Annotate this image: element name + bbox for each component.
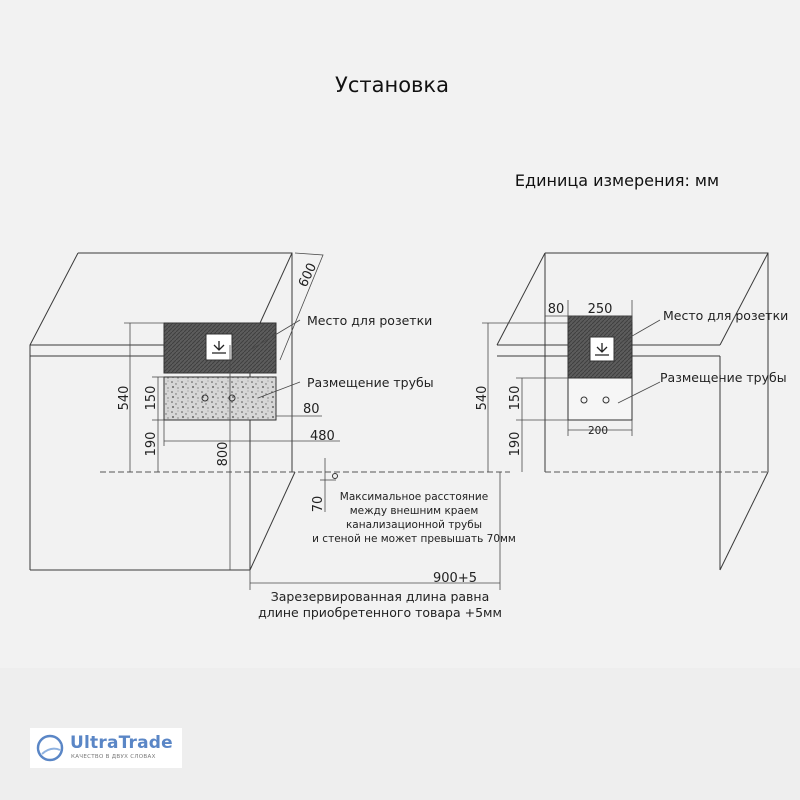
diagram-panel xyxy=(0,0,800,668)
left-dim-540: 540 xyxy=(117,386,132,411)
max-distance-note: Максимальное расстояние между внешним кр… xyxy=(312,491,516,545)
right-dim-540: 540 xyxy=(475,386,490,411)
left-dim-480: 480 xyxy=(310,429,335,444)
right-dim-200: 200 xyxy=(588,425,608,437)
dim-900-5: 900+5 xyxy=(433,571,477,586)
reserved-length-note: Зарезервированная длина равна длине прио… xyxy=(258,589,502,620)
right-dim-250: 250 xyxy=(588,302,613,317)
logo-name: UltraTrade xyxy=(70,733,173,753)
svg-text:Зарезервированная длина равна: Зарезервированная длина равна xyxy=(271,589,490,604)
svg-text:Максимальное расстояние: Максимальное расстояние xyxy=(340,491,488,503)
svg-text:длине приобретенного товара +5: длине приобретенного товара +5мм xyxy=(258,605,502,620)
left-pipe-label: Размещение трубы xyxy=(307,375,434,390)
left-dim-80: 80 xyxy=(303,402,320,417)
left-socket-area xyxy=(163,319,301,421)
svg-text:канализационной трубы: канализационной трубы xyxy=(346,519,482,531)
logo-tagline: КАЧЕСТВО В ДВУХ СЛОВАХ xyxy=(71,754,156,760)
ultratrade-logo: UltraTrade КАЧЕСТВО В ДВУХ СЛОВАХ xyxy=(30,728,182,768)
left-dim-70: 70 xyxy=(311,496,326,513)
right-dim-150: 150 xyxy=(508,386,523,411)
svg-text:и стеной не может превышать 70: и стеной не может превышать 70мм xyxy=(312,533,516,545)
dim-600: 600 xyxy=(296,261,320,290)
left-dim-190: 190 xyxy=(144,432,159,457)
logo-mark-icon xyxy=(36,734,64,762)
right-dimensions: 80 250 540 150 190 200 xyxy=(475,300,633,472)
right-dim-190: 190 xyxy=(508,432,523,457)
left-dim-800: 800 xyxy=(216,442,231,467)
unit-label: Единица измерения: мм xyxy=(515,171,719,190)
svg-text:между внешним краем: между внешним краем xyxy=(350,505,479,517)
right-pipe-label: Размещение трубы xyxy=(660,370,787,385)
left-socket-label: Место для розетки xyxy=(307,313,432,328)
right-socket-label: Место для розетки xyxy=(663,308,788,323)
left-dim-150: 150 xyxy=(144,386,159,411)
left-dimensions: 540 150 190 800 80 480 70 xyxy=(117,322,501,590)
right-socket-area xyxy=(567,315,661,421)
right-dim-80: 80 xyxy=(548,302,565,317)
page-title: Установка xyxy=(335,73,449,97)
